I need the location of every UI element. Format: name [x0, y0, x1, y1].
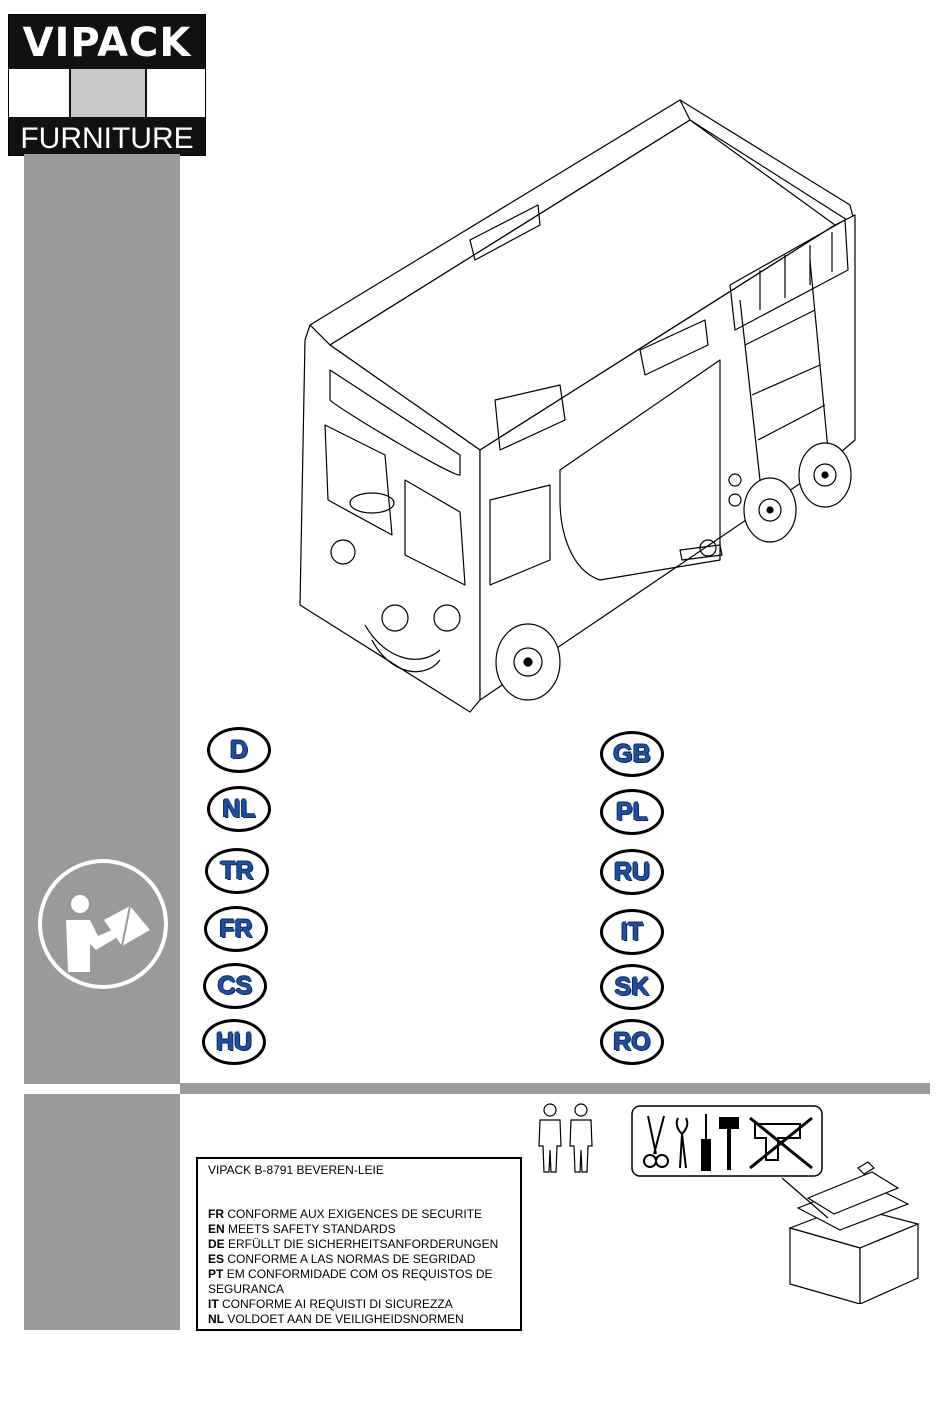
lang-code-sk: SK [600, 964, 664, 1010]
lang-code-gb: GB [600, 731, 664, 777]
lang-code-hu: HU [202, 1019, 266, 1065]
safety-line-pt: PT EM CONFORMIDADE COM OS REQUISTOS DE [208, 1267, 493, 1281]
vipack-logo: VIPACK FURNITURE [8, 14, 206, 156]
safety-line-en: EN MEETS SAFETY STANDARDS [208, 1222, 396, 1236]
safety-notice: VIPACK B-8791 BEVEREN-LEIE FR CONFORME A… [196, 1157, 522, 1331]
sidebar-bottom [24, 1094, 180, 1330]
lang-code-pl: PL [600, 789, 664, 835]
safety-line-nl: NL VOLDOET AAN DE VEILIGHEIDSNORMEN [208, 1312, 464, 1326]
safety-line-es: ES CONFORME A LAS NORMAS DE SEGRIDAD [208, 1252, 476, 1266]
brand-subtitle: FURNITURE [20, 122, 194, 155]
tools-required-icon [631, 1105, 823, 1177]
safety-line-fr: FR CONFORME AUX EXIGENCES DE SECURITE [208, 1207, 483, 1221]
lang-code-ro: RO [600, 1019, 664, 1065]
lang-code-tr: TR [205, 848, 269, 894]
safety-line-de: DE ERFÜLLT DIE SICHERHEITSANFORDERUNGEN [208, 1237, 499, 1251]
lang-code-cs: CS [203, 963, 267, 1009]
logo-bars [9, 69, 205, 117]
divider-bar [180, 1083, 930, 1094]
safety-line-it: IT CONFORME AI REQUISTI DI SICUREZZA [208, 1297, 453, 1311]
lang-code-ru: RU [600, 849, 664, 895]
brand-name: VIPACK [22, 20, 192, 66]
toolbox-icon [781, 1161, 920, 1304]
safety-statements: FR CONFORME AUX EXIGENCES DE SECURITE EN… [208, 1207, 513, 1327]
lang-code-d: D [207, 727, 271, 773]
manufacturer-address: VIPACK B-8791 BEVEREN-LEIE [208, 1163, 384, 1177]
read-manual-icon [38, 859, 168, 989]
lang-code-it: IT [600, 909, 664, 955]
lang-code-fr: FR [204, 906, 268, 952]
lang-code-nl: NL [207, 786, 271, 832]
two-persons-icon [538, 1103, 593, 1173]
safety-line-pt-cont: SEGURANCA [208, 1282, 285, 1296]
bus-bunk-bed-illustration [299, 99, 856, 713]
